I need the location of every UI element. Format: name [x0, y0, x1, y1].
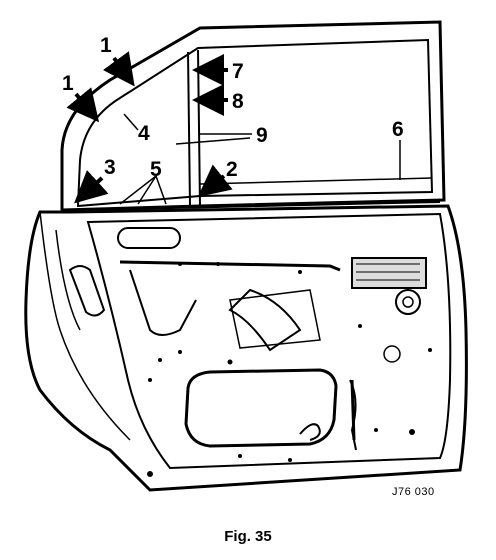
lower-hole: [383, 345, 401, 363]
callout-3: 3: [104, 156, 116, 179]
door-hinge-edge: [39, 211, 131, 441]
leader-lines: [66, 51, 401, 205]
leader-1-upper: [102, 51, 135, 87]
belt-weatherstrip-2: [79, 201, 441, 211]
figure-caption: Fig. 35: [224, 528, 272, 545]
callout-2: 2: [226, 158, 238, 181]
window-channel: [187, 49, 201, 207]
regulator-rail: [119, 260, 341, 272]
leader-5: [119, 175, 167, 205]
window-frame-outer: [60, 20, 446, 212]
lower-link-rod: [350, 379, 356, 441]
leader-3: [74, 170, 109, 204]
callout-5: 5: [150, 158, 162, 181]
lock-module-detail: [356, 263, 420, 281]
regulator-arm-2: [229, 289, 321, 349]
leader-4: [123, 113, 139, 131]
handle-recess: [117, 227, 181, 249]
belt-weatherstrip: [199, 177, 433, 185]
latch-hole: [395, 289, 421, 315]
leader-1-lower: [66, 87, 100, 123]
callout-9: 9: [256, 124, 268, 147]
rivet-points: [147, 262, 432, 477]
callout-7: 7: [232, 60, 244, 83]
window-glass-outline: [76, 38, 434, 208]
exterior-handle: [68, 265, 106, 317]
latch-hole-inner: [402, 296, 414, 308]
callout-6: 6: [392, 118, 404, 141]
callout-1-lower: 1: [62, 72, 74, 95]
regulator-cable: [129, 269, 197, 336]
lower-cable: [299, 379, 357, 451]
leader-2: [197, 164, 233, 197]
leader-9-end: [175, 137, 251, 145]
callout-4: 4: [138, 122, 150, 145]
callout-8: 8: [232, 90, 244, 113]
callout-1-upper: 1: [100, 34, 112, 57]
lock-module: [351, 257, 427, 289]
reference-code: J76 030: [392, 486, 435, 498]
regulator-arm: [228, 288, 302, 352]
door-shell-outline: [24, 204, 468, 492]
door-inner-panel: [86, 212, 452, 470]
lower-access-opening: [184, 368, 338, 448]
